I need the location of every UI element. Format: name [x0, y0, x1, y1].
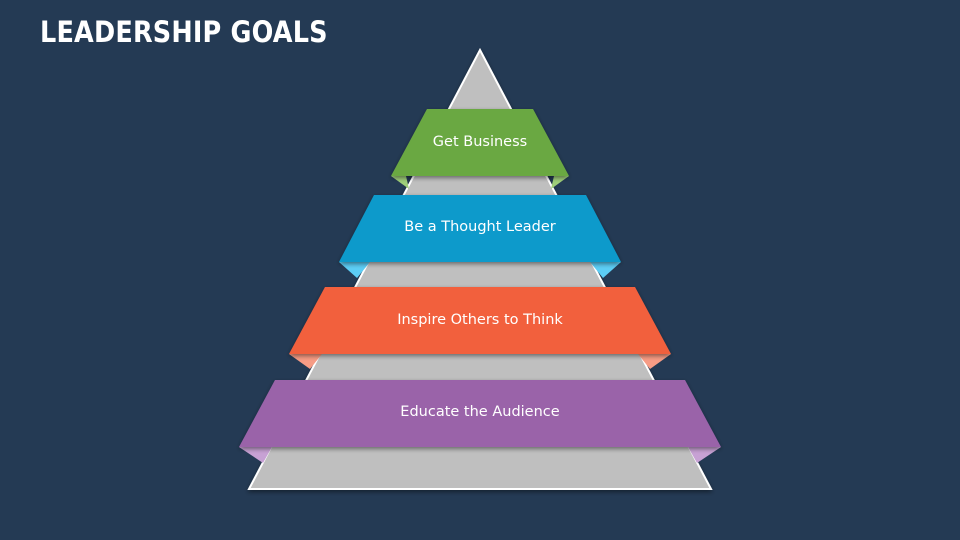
- band: [391, 109, 569, 176]
- band: [339, 195, 621, 262]
- slide-title: LEADERSHIP GOALS: [40, 15, 328, 49]
- band: [289, 287, 671, 354]
- fold-left: [289, 354, 322, 369]
- level-4-label: Educate the Audience: [400, 404, 560, 420]
- pyramid-level-3[interactable]: [289, 287, 671, 369]
- fold-right: [688, 447, 721, 463]
- fold-right: [638, 354, 671, 369]
- fold-left: [239, 447, 272, 463]
- pyramid-level-2[interactable]: [339, 195, 621, 278]
- fold-left: [391, 176, 409, 189]
- level-2-label: Be a Thought Leader: [404, 219, 556, 235]
- fold-right: [590, 262, 621, 278]
- fold-left: [339, 262, 370, 278]
- fold-right: [551, 176, 569, 189]
- pyramid-level-4[interactable]: [239, 380, 721, 463]
- pyramid-level-1[interactable]: [391, 109, 569, 189]
- level-3-label: Inspire Others to Think: [397, 312, 563, 328]
- pyramid-base: [247, 47, 713, 490]
- level-1-label: Get Business: [432, 134, 528, 150]
- band: [239, 380, 721, 447]
